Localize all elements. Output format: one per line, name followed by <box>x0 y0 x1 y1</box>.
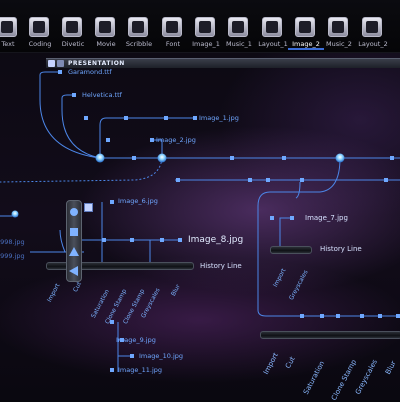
tool-image-2[interactable]: Image_2 <box>286 0 326 52</box>
tool-coding[interactable]: Coding <box>20 0 60 52</box>
font-icon <box>162 17 182 37</box>
history-line-bar <box>46 262 194 270</box>
tool-text[interactable]: Text <box>0 0 28 52</box>
tool-label: Music_1 <box>226 40 252 48</box>
file-left-1[interactable]: 1998.jpg <box>0 238 25 246</box>
branch-line <box>257 157 341 317</box>
branch-line <box>279 217 294 250</box>
tool-panel <box>66 200 82 282</box>
tool-image-1[interactable]: Image_1 <box>186 0 226 52</box>
branch-line <box>99 117 195 158</box>
file-image-2[interactable]: Image_2.jpg <box>156 136 196 144</box>
tool-label: Image_2 <box>292 40 320 48</box>
music-icon <box>328 17 348 37</box>
toolbar: Text Coding Divetic Movie Scribble Font … <box>0 0 400 53</box>
tool-movie[interactable]: Movie <box>86 0 126 52</box>
tool-label: Image_1 <box>192 40 220 48</box>
tool-label: Layout_2 <box>358 40 388 48</box>
text-icon <box>0 17 17 37</box>
history-line-label: History Line <box>320 245 362 253</box>
up-arrow-icon[interactable] <box>69 247 79 256</box>
branch-line <box>59 229 66 253</box>
tool-label: Music_2 <box>326 40 352 48</box>
branch-line <box>39 71 101 159</box>
tool-music-1[interactable]: Music_1 <box>219 0 259 52</box>
file-image-11[interactable]: Image_11.jpg <box>118 366 163 374</box>
file-image-9[interactable]: Image_9.jpg <box>116 336 156 344</box>
history-line-bar <box>270 246 312 254</box>
tool-label: Scribble <box>125 40 153 48</box>
scribble-icon <box>128 17 148 37</box>
file-image-7[interactable]: Image_7.jpg <box>305 214 348 222</box>
history-node <box>11 210 19 218</box>
layout-icon <box>262 17 282 37</box>
square-tool-icon[interactable] <box>70 228 78 236</box>
layout-icon <box>362 17 382 37</box>
branch-line <box>152 139 163 158</box>
tool-font[interactable]: Font <box>153 0 193 52</box>
tool-label: Coding <box>28 40 52 48</box>
file-left-2[interactable]: 1999.jpg <box>0 252 25 260</box>
tool-label: Divetic <box>61 40 85 48</box>
image-icon <box>295 17 315 37</box>
file-garamond[interactable]: Garamond.ttf <box>68 68 112 76</box>
music-icon <box>228 17 248 37</box>
window-icon[interactable] <box>57 60 64 67</box>
tool-label: Text <box>1 40 15 48</box>
file-helvetica[interactable]: Helvetica.ttf <box>82 91 122 99</box>
coding-icon <box>29 17 49 37</box>
branch-line <box>295 181 301 199</box>
history-node <box>157 153 167 163</box>
movie-icon <box>95 17 115 37</box>
tool-divetic[interactable]: Divetic <box>53 0 93 52</box>
tool-scribble[interactable]: Scribble <box>119 0 159 52</box>
presentation-header: PRESENTATION <box>46 58 400 68</box>
branch-line <box>61 94 101 159</box>
history-line-label: History Line <box>200 262 242 270</box>
history-line-bar <box>260 331 400 339</box>
tool-label: Movie <box>96 40 116 48</box>
tool-layout-2[interactable]: Layout_2 <box>353 0 393 52</box>
divetic-icon <box>62 17 82 37</box>
history-node <box>335 153 345 163</box>
branch-line <box>0 157 163 183</box>
file-image-1[interactable]: Image_1.jpg <box>199 114 239 122</box>
tool-music-2[interactable]: Music_2 <box>319 0 359 52</box>
file-image-8[interactable]: Image_8.jpg <box>188 235 244 245</box>
file-image-6[interactable]: Image_6.jpg <box>118 197 158 205</box>
tool-label: Layout_1 <box>258 40 288 48</box>
tool-layout-1[interactable]: Layout_1 <box>253 0 293 52</box>
panel-toggle-icon[interactable] <box>84 203 93 212</box>
tool-label: Font <box>165 40 181 48</box>
file-image-10[interactable]: Image_10.jpg <box>139 352 184 360</box>
left-arrow-icon[interactable] <box>69 266 78 276</box>
header-title: PRESENTATION <box>68 60 125 67</box>
circle-tool-icon[interactable] <box>70 208 78 216</box>
history-node <box>95 153 105 163</box>
image-icon <box>195 17 215 37</box>
collapse-icon[interactable] <box>48 60 55 67</box>
